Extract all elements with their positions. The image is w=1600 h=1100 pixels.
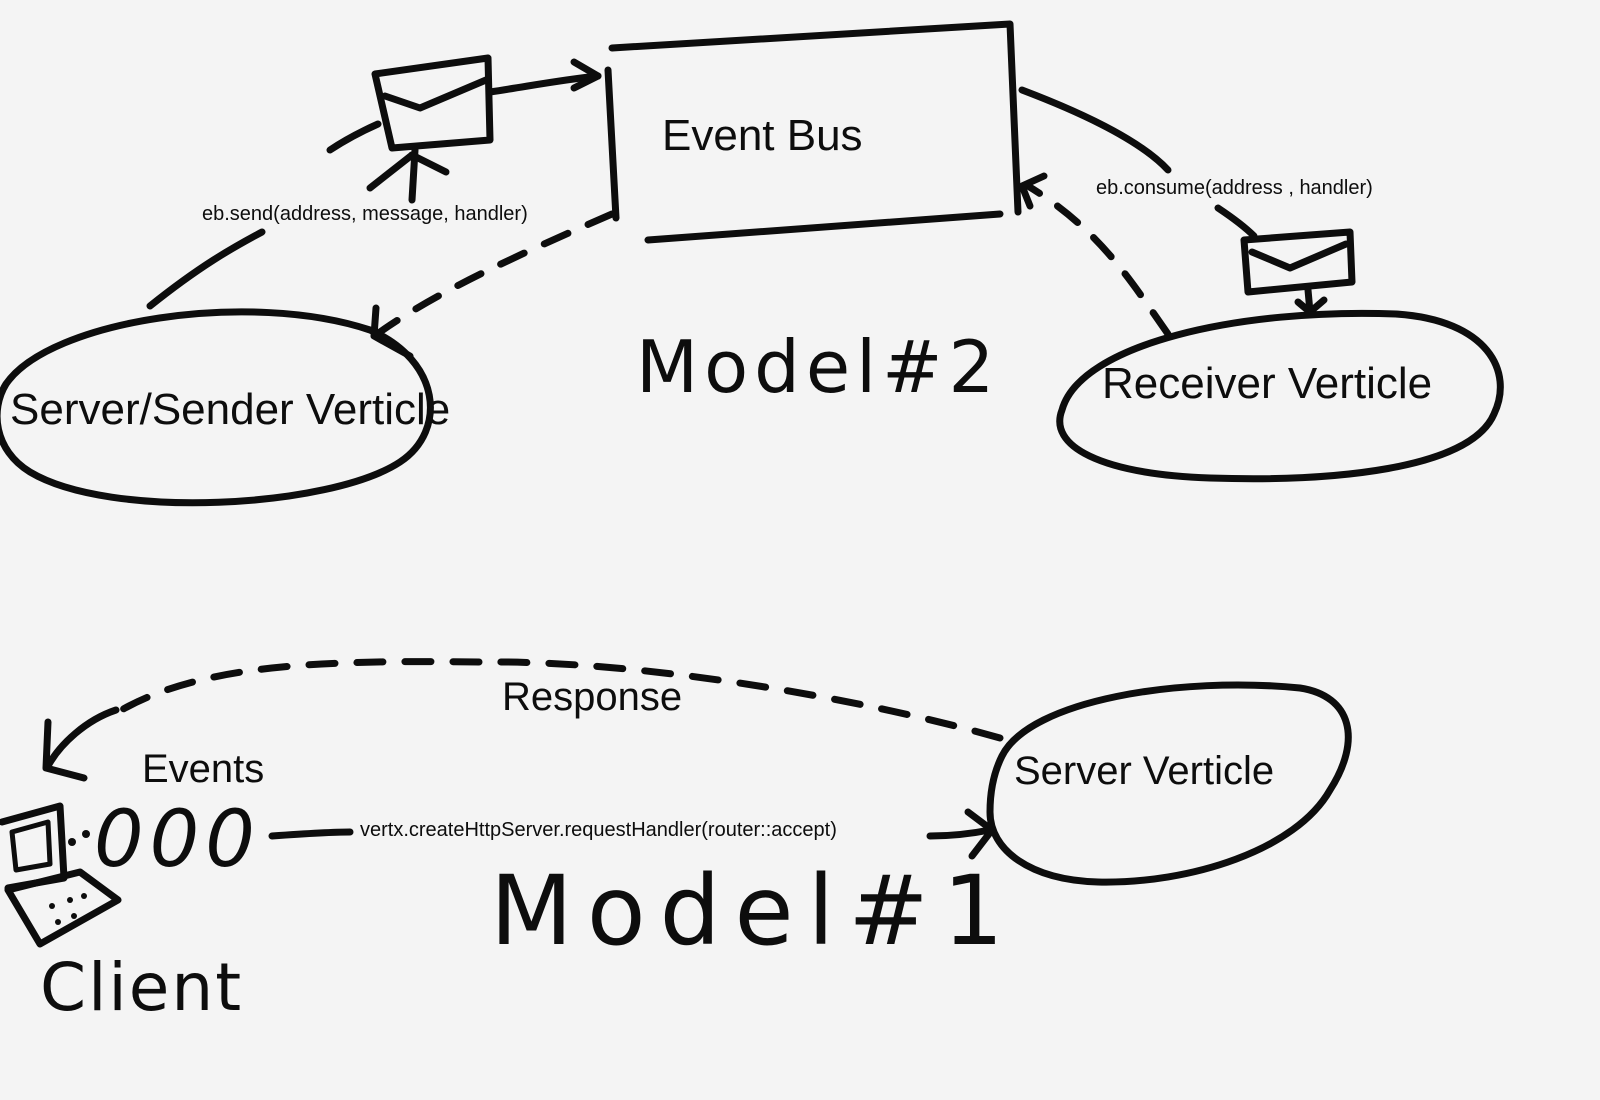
event-bus-label: Event Bus (662, 111, 863, 160)
request-arrow (268, 808, 996, 860)
events-dots-marks (68, 830, 90, 846)
bus-to-receiver-line (1214, 204, 1258, 240)
events-label: Events (142, 747, 264, 791)
bus-to-receiver-line (1018, 86, 1172, 174)
client-label: Client (40, 949, 243, 1026)
sender-verticle-label: Server/Sender Verticle (10, 385, 450, 434)
sender-verticle-node (0, 308, 434, 507)
consume-dashed-arrow (1018, 172, 1172, 338)
send-arrow (486, 58, 602, 96)
model2-title: Model#2 (636, 325, 1000, 409)
laptop-icon (0, 802, 122, 948)
events-dots: 000 (94, 795, 261, 885)
event-bus-box (604, 20, 1022, 244)
server-verticle-label: Server Verticle (1014, 749, 1274, 793)
model1-title: Model#1 (490, 855, 1018, 967)
send-call-label: eb.send(address, message, handler) (202, 203, 528, 225)
response-dashed-arrow (42, 658, 1004, 782)
request-call-label: vertx.createHttpServer.requestHandler(ro… (360, 819, 837, 841)
envelope-icon (366, 54, 494, 204)
response-label: Response (502, 675, 682, 719)
receiver-verticle-node (1056, 309, 1504, 483)
consume-call-label: eb.consume(address , handler) (1096, 177, 1373, 199)
reply-dashed-arrow (370, 210, 616, 360)
sender-to-envelope-line (326, 120, 382, 154)
envelope-icon (1240, 228, 1356, 316)
sender-to-envelope-line (146, 228, 266, 310)
receiver-verticle-label: Receiver Verticle (1102, 359, 1432, 408)
